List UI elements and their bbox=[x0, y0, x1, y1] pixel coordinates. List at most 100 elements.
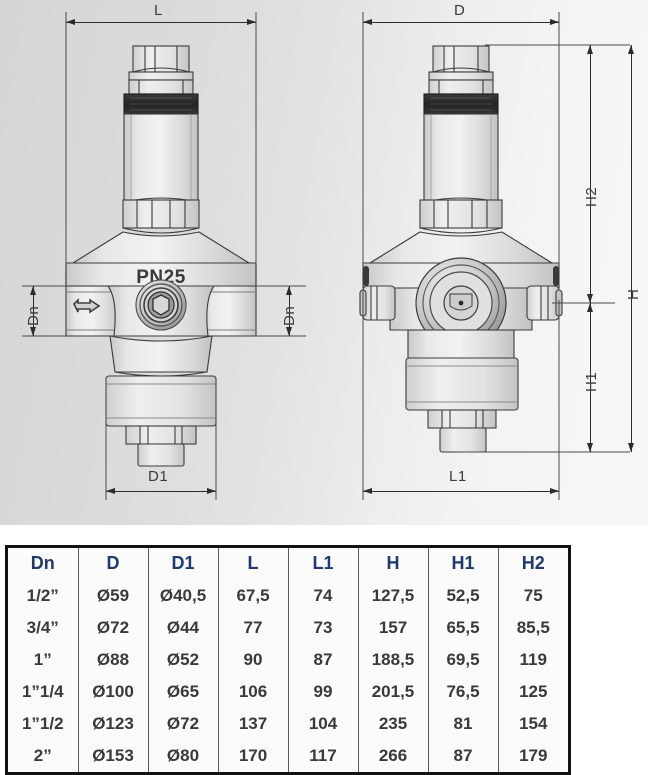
table-header-d: D bbox=[77, 548, 149, 580]
dimensions-table-wrapper: Dn D D1 L L1 H H1 H2 1/2” Ø59 Ø40,5 67,5… bbox=[5, 545, 571, 775]
cell-l: 170 bbox=[217, 740, 289, 772]
gauge-port-fitting bbox=[135, 279, 187, 331]
cell-h2: 75 bbox=[497, 580, 568, 612]
cell-l: 77 bbox=[217, 612, 289, 644]
inlet-port-left bbox=[65, 285, 121, 337]
table-header-dn: Dn bbox=[8, 548, 79, 580]
cell-l1: 73 bbox=[287, 612, 359, 644]
dimension-line-H bbox=[631, 45, 632, 452]
dimensions-table: Dn D D1 L L1 H H1 H2 1/2” Ø59 Ø40,5 67,5… bbox=[8, 548, 568, 772]
front-view-valve-drawing: PN25 bbox=[22, 12, 306, 500]
dimension-label-D: D bbox=[454, 2, 466, 19]
dimension-arrow-L1-right bbox=[550, 487, 559, 494]
cell-l: 106 bbox=[217, 676, 289, 708]
strainer-cup-side bbox=[405, 357, 519, 411]
table-header-h1: H1 bbox=[427, 548, 499, 580]
dimension-arrow-D1-right bbox=[207, 487, 216, 494]
dimension-arrow-H2-up bbox=[586, 45, 593, 54]
cell-d: Ø100 bbox=[77, 676, 149, 708]
cell-d1: Ø80 bbox=[147, 740, 219, 772]
table-row: 1” Ø88 Ø52 90 87 188,5 69,5 119 bbox=[8, 644, 568, 676]
cell-dn: 1” bbox=[8, 644, 79, 676]
cell-d1: Ø65 bbox=[147, 676, 219, 708]
cell-dn: 3/4” bbox=[8, 612, 79, 644]
dimension-arrow-D-right bbox=[550, 18, 559, 25]
cell-l1: 87 bbox=[287, 644, 359, 676]
cell-h1: 69,5 bbox=[427, 644, 499, 676]
dimension-arrow-Dn-left-up bbox=[29, 286, 36, 295]
cell-h: 266 bbox=[357, 740, 429, 772]
drain-plug bbox=[125, 425, 197, 467]
cell-dn: 1/2” bbox=[8, 580, 79, 612]
dimension-arrow-Dn-right-up bbox=[285, 286, 292, 295]
dimension-line-Dn-right bbox=[289, 286, 290, 336]
cell-h: 201,5 bbox=[357, 676, 429, 708]
cell-h: 127,5 bbox=[357, 580, 429, 612]
table-row: 1”1/4 Ø100 Ø65 106 99 201,5 76,5 125 bbox=[8, 676, 568, 708]
dimension-line-D bbox=[363, 22, 559, 23]
dimension-label-H: H bbox=[625, 288, 642, 300]
cell-d: Ø88 bbox=[77, 644, 149, 676]
dimension-line-Dn-left bbox=[33, 286, 34, 336]
cell-l1: 99 bbox=[287, 676, 359, 708]
dimension-arrow-H1-down bbox=[586, 443, 593, 452]
table-header-d1: D1 bbox=[147, 548, 219, 580]
cell-h2: 119 bbox=[497, 644, 568, 676]
table-header-l: L bbox=[217, 548, 289, 580]
dimension-label-D1: D1 bbox=[148, 468, 169, 485]
dimension-arrow-H-down bbox=[627, 443, 634, 452]
dimension-line-L bbox=[66, 22, 256, 23]
dimension-arrow-L-right bbox=[247, 18, 256, 25]
dimension-line-H2 bbox=[590, 45, 591, 303]
dimension-arrow-Dn-left-down bbox=[29, 327, 36, 336]
cell-l: 67,5 bbox=[217, 580, 289, 612]
bonnet-hex-collar bbox=[122, 197, 200, 234]
dimension-arrow-H1-up bbox=[586, 303, 593, 312]
cell-h1: 87 bbox=[427, 740, 499, 772]
dimension-arrow-L-left bbox=[66, 18, 75, 25]
dimension-arrow-H-up bbox=[627, 45, 634, 54]
dimension-arrow-Dn-right-down bbox=[285, 327, 292, 336]
cell-h2: 179 bbox=[497, 740, 568, 772]
adjustment-knob-side bbox=[428, 45, 494, 81]
dimension-arrow-D-left bbox=[363, 18, 372, 25]
cell-h1: 65,5 bbox=[427, 612, 499, 644]
table-header-h: H bbox=[357, 548, 429, 580]
cell-h2: 125 bbox=[497, 676, 568, 708]
dimension-line-D1 bbox=[106, 491, 216, 492]
dimension-label-H1: H1 bbox=[583, 371, 600, 392]
dimension-label-Dn-right: Dn bbox=[281, 305, 298, 326]
cell-l: 137 bbox=[217, 708, 289, 740]
table-row: 1”1/2 Ø123 Ø72 137 104 235 81 154 bbox=[8, 708, 568, 740]
side-view-valve-drawing bbox=[359, 12, 630, 500]
dimension-arrow-H2-down bbox=[586, 294, 593, 303]
side-port-left bbox=[359, 285, 396, 321]
cell-h1: 76,5 bbox=[427, 676, 499, 708]
dimension-label-L1: L1 bbox=[449, 468, 467, 485]
table-header-row: Dn D D1 L L1 H H1 H2 bbox=[8, 548, 568, 580]
adjustment-knob bbox=[128, 45, 194, 81]
cell-h2: 85,5 bbox=[497, 612, 568, 644]
cell-d: Ø123 bbox=[77, 708, 149, 740]
dimension-label-H2: H2 bbox=[583, 186, 600, 207]
cell-l1: 117 bbox=[287, 740, 359, 772]
cell-d1: Ø40,5 bbox=[147, 580, 219, 612]
cell-h: 188,5 bbox=[357, 644, 429, 676]
cell-d: Ø59 bbox=[77, 580, 149, 612]
cell-d1: Ø44 bbox=[147, 612, 219, 644]
cell-l1: 74 bbox=[287, 580, 359, 612]
dimension-arrow-L1-left bbox=[363, 487, 372, 494]
cell-h: 235 bbox=[357, 708, 429, 740]
cell-l1: 104 bbox=[287, 708, 359, 740]
cell-d: Ø72 bbox=[77, 612, 149, 644]
dimension-line-L1 bbox=[363, 491, 559, 492]
strainer-cup bbox=[105, 371, 217, 427]
table-header-l1: L1 bbox=[287, 548, 359, 580]
table-header-h2: H2 bbox=[497, 548, 568, 580]
cell-h: 157 bbox=[357, 612, 429, 644]
side-port-right bbox=[526, 285, 563, 321]
table-row: 2” Ø153 Ø80 170 117 266 87 179 bbox=[8, 740, 568, 772]
flow-direction-arrow bbox=[73, 298, 101, 314]
cell-h1: 52,5 bbox=[427, 580, 499, 612]
cell-dn: 2” bbox=[8, 740, 79, 772]
